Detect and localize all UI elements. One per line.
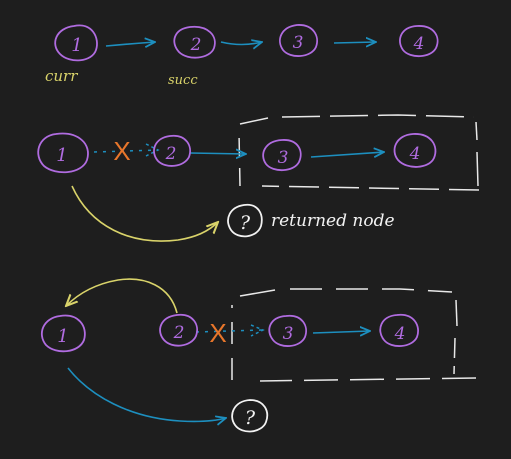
row2-node-3-value: 3 [278, 148, 289, 168]
row1-node-3-value: 3 [293, 33, 304, 53]
row3-returned-marker: ? [245, 407, 256, 429]
row2-returned-marker: ? [240, 212, 251, 234]
row2-node-3: 3 [262, 139, 302, 172]
row3-returned-node: ? [231, 399, 269, 433]
row1-node-4: 4 [399, 25, 439, 58]
label-succ: succ [168, 73, 198, 88]
row2-node-1: 1 [37, 132, 89, 174]
row2-cut-mark: X [113, 136, 130, 166]
row1-node-1: 1 [54, 24, 98, 62]
row2-node-4: 4 [393, 133, 437, 168]
row3-node-3-value: 3 [283, 324, 294, 344]
row3-recursion-arrow [67, 367, 226, 421]
row1: 1 2 3 4 curr succ [45, 24, 439, 88]
row1-node-3: 3 [279, 24, 318, 57]
row2-dashed-box [238, 114, 480, 191]
row2-broken-link-1-2 [93, 149, 159, 153]
row3-link-3-4 [312, 331, 370, 333]
row3-reversed-link-2-1 [66, 278, 178, 314]
row3-broken-link-arrowhead [250, 324, 265, 337]
row3-cut-mark: X [209, 318, 226, 348]
row2-node-1-value: 1 [56, 145, 67, 166]
row2-returned-text: returned node [271, 211, 395, 231]
row3: X 1 2 3 4 ? [41, 278, 477, 433]
row3-dashed-box [231, 288, 477, 382]
row2-recursion-arrow [71, 185, 218, 242]
row1-link-2-3 [220, 42, 262, 45]
label-curr: curr [45, 67, 78, 85]
row1-node-2-value: 2 [190, 35, 202, 55]
row3-node-2-value: 2 [173, 323, 185, 343]
row2-broken-link-arrowhead [145, 143, 160, 157]
row1-link-1-2 [105, 42, 155, 46]
row3-node-1: 1 [41, 314, 86, 353]
row1-link-3-4 [333, 42, 376, 43]
row2-node-2-value: 2 [165, 144, 177, 164]
row3-node-3: 3 [268, 314, 307, 347]
row3-broken-link-2-3 [195, 329, 263, 333]
row2: X 1 2 3 4 ? returned node [37, 114, 480, 242]
row1-node-1-value: 1 [71, 35, 82, 56]
row2-node-2: 2 [153, 134, 191, 167]
row1-node-4-value: 4 [413, 34, 425, 54]
row3-node-4-value: 4 [394, 324, 406, 344]
row3-node-1-value: 1 [57, 326, 68, 347]
row1-node-2: 2 [173, 25, 216, 59]
row3-node-2: 2 [159, 313, 198, 347]
row2-node-4-value: 4 [409, 144, 421, 164]
row3-node-4: 4 [379, 314, 419, 347]
row2-returned-node: ? [227, 203, 263, 238]
row2-link-3-4 [310, 152, 384, 157]
row2-link-2-3 [189, 153, 246, 154]
